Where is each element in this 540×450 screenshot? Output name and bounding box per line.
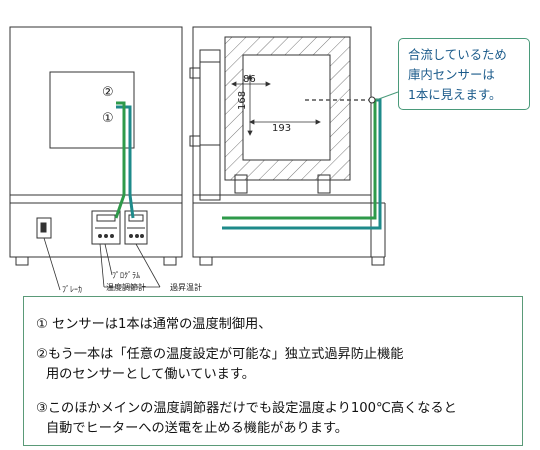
side-panel: [192, 202, 372, 258]
dim-depth: 86: [243, 74, 256, 85]
note-line-1: ① センサーは1本は通常の温度制御用、: [36, 317, 272, 332]
front-cabinet: [9, 26, 183, 204]
foot-left: [15, 256, 29, 266]
label-temp-controller: 温度調節計: [106, 282, 146, 292]
sensor-label-2: ②: [102, 85, 114, 100]
callout-line-1: 合流しているため: [408, 47, 507, 62]
note-line-2b: 用のセンサーとして働いています。: [46, 367, 255, 382]
note-line-3b: 自動でヒーターへの送電を止める機能があります。: [46, 421, 348, 436]
side-view: [189, 26, 386, 266]
callout-line-3: 1本に見えます。: [408, 87, 502, 102]
callout-box: 合流しているため 庫内センサーは 1本に見えます。: [398, 38, 530, 110]
callout-line-2: 庫内センサーは: [408, 67, 495, 82]
label-breaker: ﾌﾞﾚｰｶ: [62, 285, 82, 294]
dimension-lines: [231, 74, 321, 136]
foot-right: [163, 256, 177, 266]
door: [199, 49, 221, 201]
note-line-2a: ②もう一本は「任意の温度設定が可能な」独立式過昇防止機能: [36, 347, 404, 362]
note-line-3a: ③このほかメインの温度調節器だけでも設定温度より100℃高くなると: [36, 401, 457, 416]
sensor-label-1: ①: [102, 111, 114, 126]
chamber: [242, 54, 331, 161]
dim-height: 168: [237, 91, 248, 110]
front-leaders: [43, 237, 161, 291]
front-sensor-wiring: [114, 101, 135, 219]
front-view: [9, 26, 183, 266]
front-window: [49, 71, 135, 149]
notes-box: ① センサーは1本は通常の温度制御用、 ②もう一本は「任意の温度設定が可能な」独…: [23, 296, 523, 446]
label-overheat-meter: 過昇温計: [170, 282, 202, 292]
program-controller: [91, 210, 121, 245]
dim-width: 193: [272, 123, 291, 134]
label-program: ﾌﾟﾛｸﾞﾗﾑ: [112, 271, 140, 280]
callout-pointer: [375, 91, 399, 101]
control-panel: [9, 202, 183, 258]
